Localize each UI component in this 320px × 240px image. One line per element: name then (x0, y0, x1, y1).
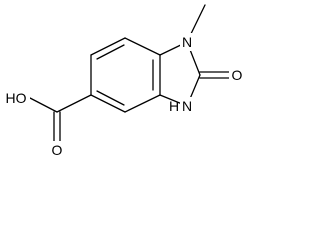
bond-double-c7a-c7 (96, 44, 125, 60)
bond-c6-cooh (56, 94, 92, 113)
atom-n3-label: N (182, 98, 192, 114)
atom-carbonyl-o-label: O (232, 67, 243, 83)
atom-h-on-n3-label: H (169, 98, 179, 114)
atom-acid-o-label: O (52, 142, 63, 158)
bond-double-c6-c5 (96, 90, 125, 106)
benzimidazolone-structure-diagram: N O N H HO O (5, 4, 243, 158)
bond-c5-c4 (124, 94, 161, 113)
bond-c7a-c7 (90, 37, 126, 56)
bond-c3a-c7a (124, 37, 161, 56)
atom-n1-label: N (182, 34, 192, 50)
atom-acid-oh-label: HO (6, 90, 27, 106)
bond-cooh-oh (29, 97, 58, 113)
bond-c6-c5-inner (90, 94, 126, 113)
